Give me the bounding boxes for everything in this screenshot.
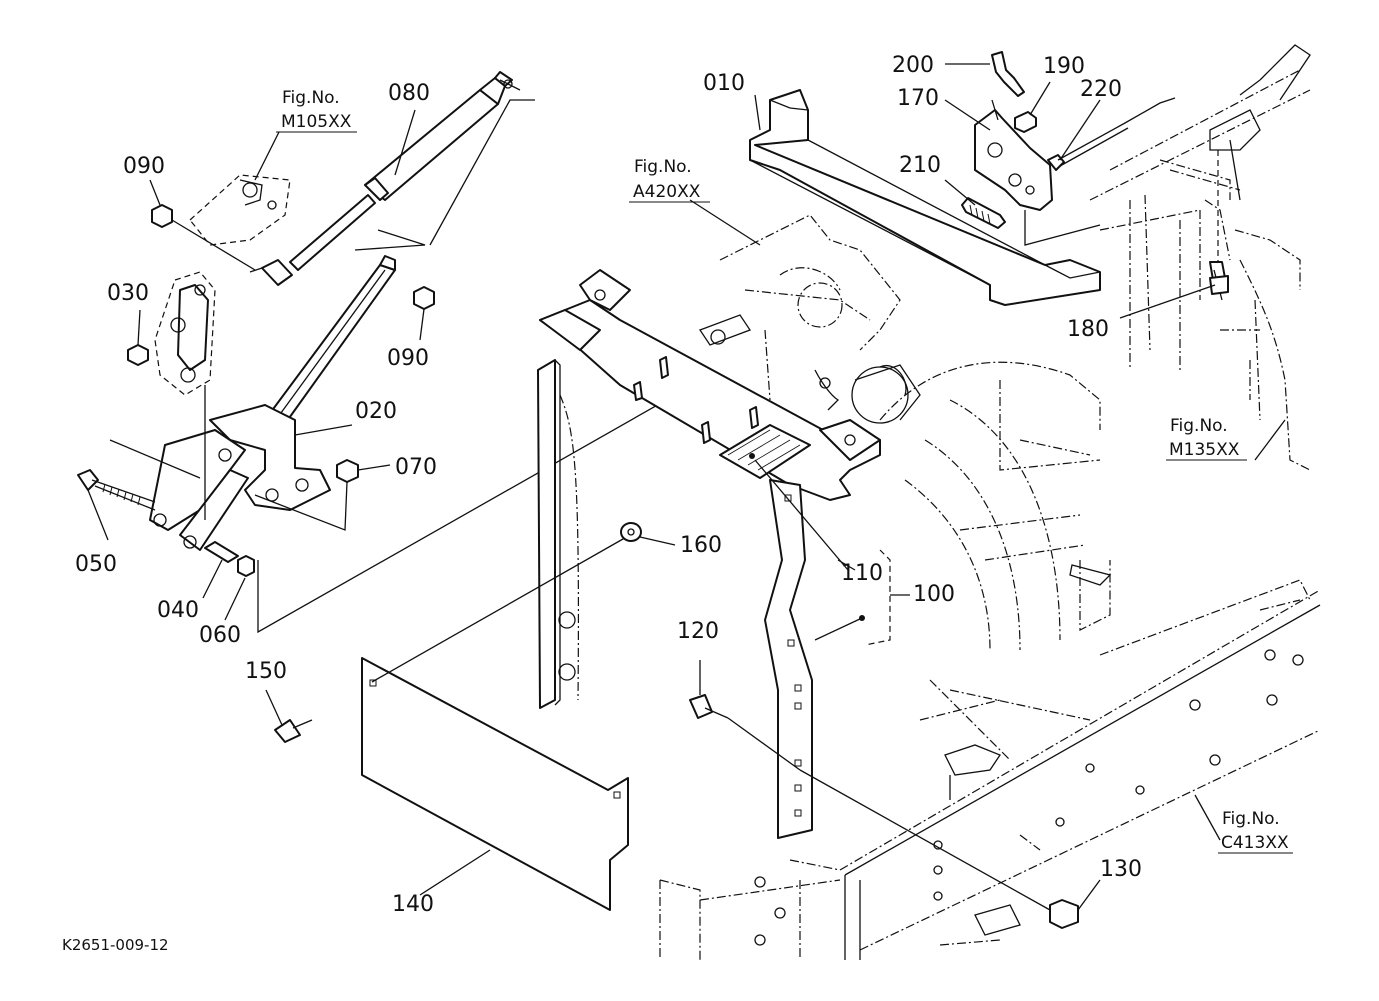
hinge-group — [77, 174, 706, 634]
leader-lines — [87, 63, 1293, 911]
label-090-right: 090 — [387, 346, 429, 371]
label-010: 010 — [703, 71, 745, 96]
fasteners — [274, 522, 1079, 929]
fig-ref-c413-number: C413XX — [1221, 833, 1289, 853]
label-020: 020 — [355, 399, 397, 424]
fig-ref-a420-number: A420XX — [633, 182, 701, 202]
label-120: 120 — [677, 619, 719, 644]
label-170: 170 — [897, 86, 939, 111]
drawing-code: K2651-009-12 — [62, 936, 169, 954]
fig-ref-m105-number: M105XX — [281, 112, 352, 132]
label-030: 030 — [107, 281, 149, 306]
label-040: 040 — [157, 598, 199, 623]
label-180: 180 — [1067, 317, 1109, 342]
part-140-panel — [361, 534, 631, 911]
part-180-bolt — [1209, 150, 1229, 301]
label-140: 140 — [392, 892, 434, 917]
fig-ref-c413-prefix: Fig.No. — [1222, 809, 1280, 829]
background-structure — [659, 44, 1321, 960]
label-150: 150 — [245, 659, 287, 684]
part-100-stand — [537, 269, 891, 839]
label-050: 050 — [75, 552, 117, 577]
label-090-top: 090 — [123, 154, 165, 179]
label-130: 130 — [1100, 857, 1142, 882]
fig-ref-m135-number: M135XX — [1169, 440, 1240, 460]
latch-assembly — [961, 51, 1176, 246]
label-100: 100 — [913, 582, 955, 607]
label-160: 160 — [680, 533, 722, 558]
fig-ref-m105-prefix: Fig.No. — [282, 88, 340, 108]
label-080: 080 — [388, 81, 430, 106]
fig-ref-m135-prefix: Fig.No. — [1170, 416, 1228, 436]
label-220: 220 — [1080, 77, 1122, 102]
part-080-gas-strut — [249, 71, 521, 286]
fig-ref-a420-prefix: Fig.No. — [634, 157, 692, 177]
label-110: 110 — [841, 561, 883, 586]
figure-references: Fig.No. M105XX Fig.No. A420XX Fig.No. M1… — [281, 88, 1289, 853]
label-190: 190 — [1043, 54, 1085, 79]
label-210: 210 — [899, 153, 941, 178]
label-200: 200 — [892, 53, 934, 78]
part-010-bracket — [749, 89, 1101, 306]
label-070: 070 — [395, 455, 437, 480]
part-labels: 010 020 030 040 050 060 070 080 090 090 … — [75, 53, 1142, 917]
label-060: 060 — [199, 623, 241, 648]
